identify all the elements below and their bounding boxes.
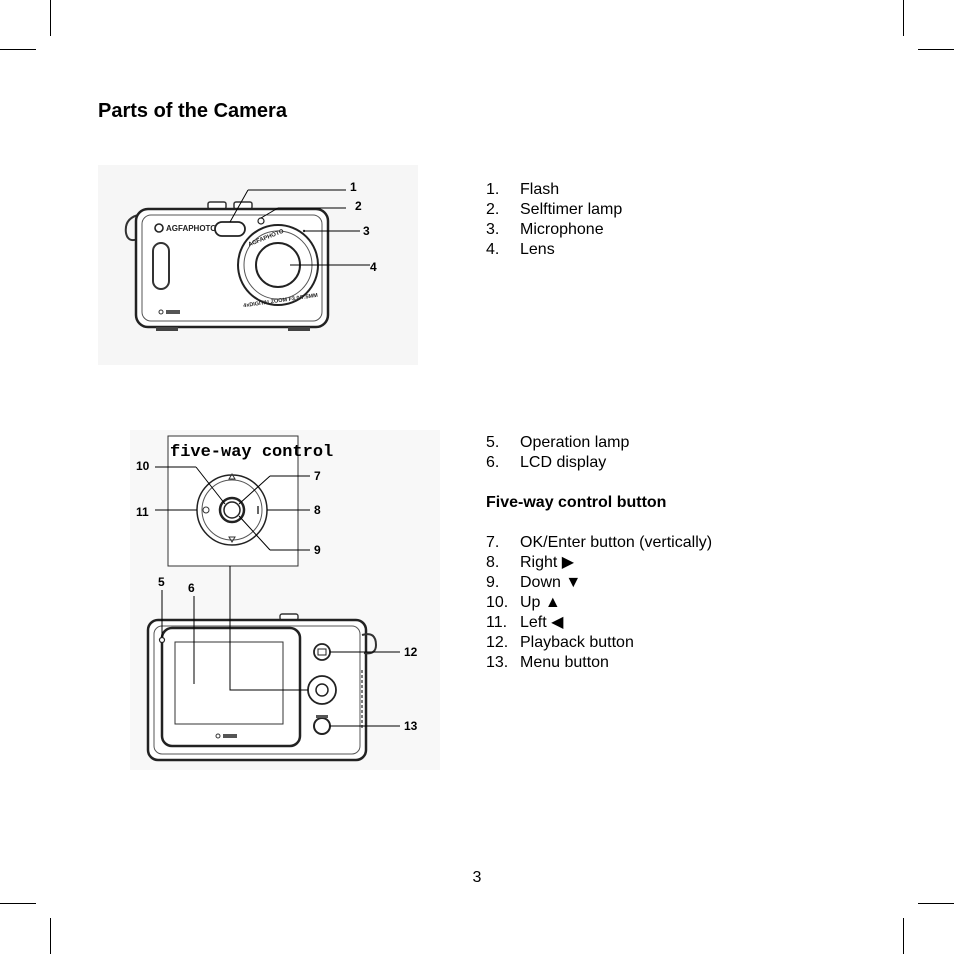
crop-mark <box>918 49 954 50</box>
list-item: 1.Flash <box>486 181 560 198</box>
list-item: 12.Playback button <box>486 634 634 651</box>
callout-1: 1 <box>350 180 357 194</box>
callout-13: 13 <box>404 719 418 733</box>
list-item: 5.Operation lamp <box>486 434 630 451</box>
front-parts-list: 1.Flash 2.Selftimer lamp 3.Microphone 4.… <box>486 180 622 260</box>
crop-mark <box>903 918 904 954</box>
list-item: 3.Microphone <box>486 221 604 238</box>
crop-mark <box>903 0 904 36</box>
callout-5: 5 <box>158 575 165 589</box>
list-item: 4.Lens <box>486 241 555 258</box>
brand-logo: AGFAPHOTO <box>166 224 217 233</box>
list-item: 10.Up ▲ <box>486 594 561 611</box>
five-way-heading: Five-way control button <box>486 494 667 511</box>
callout-6: 6 <box>188 581 195 595</box>
callout-11: 11 <box>136 505 149 519</box>
callout-4: 4 <box>370 260 377 274</box>
list-item: 2.Selftimer lamp <box>486 201 623 218</box>
callout-3: 3 <box>363 224 370 238</box>
list-item: 6.LCD display <box>486 454 607 471</box>
crop-mark <box>918 903 954 904</box>
crop-mark <box>50 0 51 36</box>
back-parts-list: 5.Operation lamp 6.LCD display Five-way … <box>486 433 712 673</box>
crop-mark <box>0 49 36 50</box>
callout-8: 8 <box>314 503 321 517</box>
callout-7: 7 <box>314 469 321 483</box>
five-way-inset-label: five-way control <box>170 443 333 462</box>
list-item: 8.Right ▶ <box>486 554 575 571</box>
page-number: 3 <box>472 869 482 886</box>
callout-9: 9 <box>314 543 321 557</box>
list-item: 9.Down ▼ <box>486 574 582 591</box>
callout-10: 10 <box>136 459 150 473</box>
callout-2: 2 <box>355 199 362 213</box>
callout-12: 12 <box>404 645 418 659</box>
camera-back-figure: five-way control 10 7 8 11 9 <box>130 430 440 770</box>
page-title: Parts of the Camera <box>98 100 287 122</box>
camera-front-figure: AGFAPHOTO AGFAPHOTO 4xDIGITALZOOM F3.0/7… <box>98 165 418 365</box>
crop-mark <box>50 918 51 954</box>
list-item: 7.OK/Enter button (vertically) <box>486 534 713 551</box>
list-item: 13.Menu button <box>486 654 609 671</box>
list-item: 11.Left ◀ <box>486 614 564 631</box>
crop-mark <box>0 903 36 904</box>
